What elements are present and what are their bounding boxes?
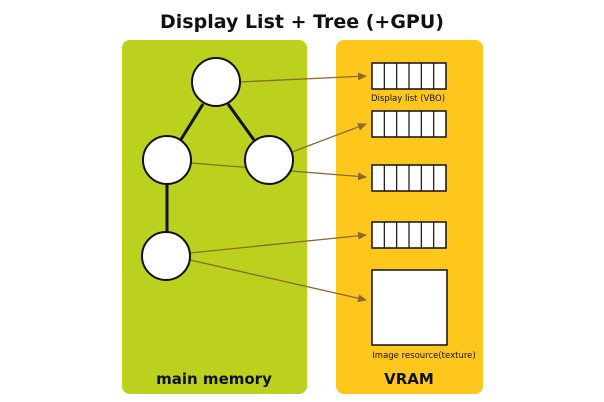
tree-edge-root-left — [178, 103, 205, 142]
arrow-root-to-vbo — [238, 72, 367, 83]
arrow-bottom-node-to-list-4 — [189, 231, 367, 254]
display-list-buffer-4 — [371, 221, 447, 249]
image-resource-label: Image resource(texture) — [372, 351, 475, 361]
display-list-buffer-1 — [371, 62, 447, 90]
arrow-bottom-node-to-texture — [189, 259, 367, 303]
tree-node-right — [244, 135, 294, 185]
display-list-label: Display list (VBO) — [371, 94, 445, 104]
main-memory-panel — [122, 40, 307, 394]
vram-label: VRAM — [384, 370, 434, 388]
diagram-title: Display List + Tree (+GPU) — [160, 11, 444, 33]
display-list-buffer-3 — [371, 164, 447, 192]
tree-edge-root-right — [226, 103, 256, 141]
image-texture-box — [371, 269, 448, 346]
main-memory-label: main memory — [156, 370, 272, 388]
tree-node-left — [142, 135, 192, 185]
tree-node-root — [191, 57, 241, 107]
tree-node-bottom — [141, 231, 191, 281]
arrow-right-node-to-list-2 — [291, 123, 367, 153]
display-list-buffer-2 — [371, 110, 447, 138]
